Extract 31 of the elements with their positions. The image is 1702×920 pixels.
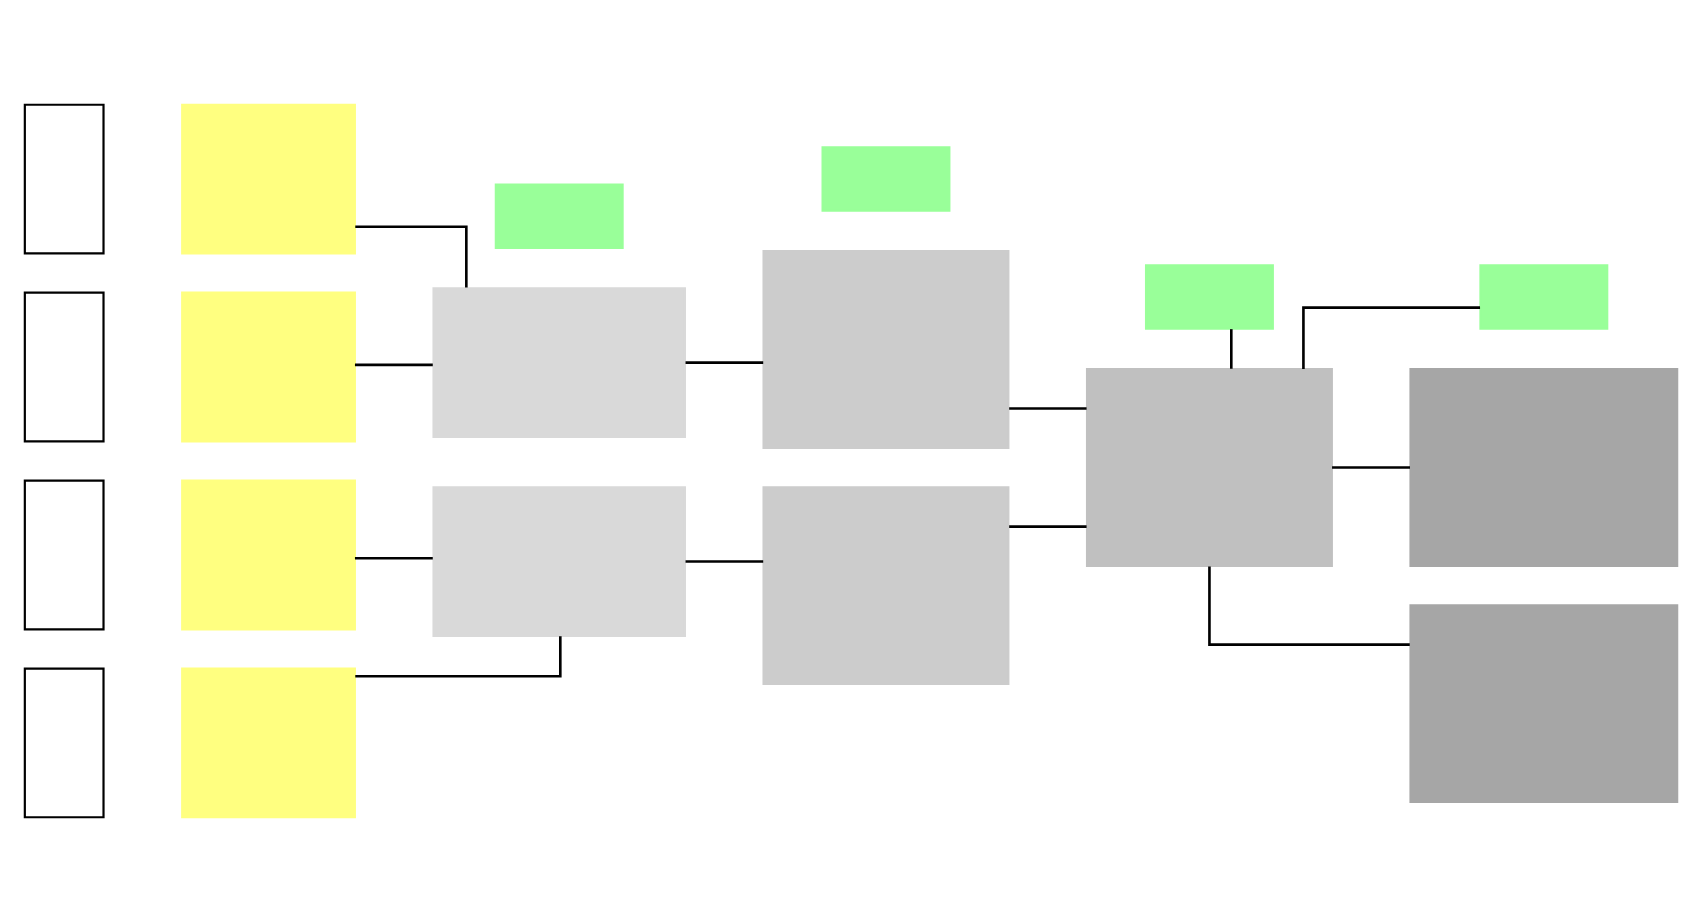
node-box <box>494 182 624 248</box>
node-box <box>23 290 105 442</box>
connector <box>1208 565 1410 645</box>
connector <box>1302 305 1481 368</box>
node-box <box>23 666 105 818</box>
node-box <box>821 145 951 211</box>
connector <box>355 635 562 677</box>
node-box <box>23 478 105 630</box>
node-box <box>23 102 105 254</box>
node-box <box>1409 603 1679 803</box>
node-box <box>1144 263 1274 329</box>
connector <box>1009 406 1087 409</box>
connector <box>354 555 433 559</box>
connector <box>1332 465 1410 468</box>
node-box <box>762 249 1010 448</box>
node-box <box>1479 263 1609 329</box>
connector <box>1009 524 1087 527</box>
node-box <box>181 666 356 818</box>
connector <box>685 559 764 562</box>
node-box <box>1085 367 1333 566</box>
node-box <box>181 290 356 442</box>
node-box <box>181 102 356 254</box>
node-box <box>762 485 1010 685</box>
connector <box>685 360 764 363</box>
node-box <box>432 286 686 438</box>
connector <box>354 362 433 366</box>
connector <box>355 224 468 287</box>
node-box <box>181 478 356 630</box>
node-box <box>432 485 686 636</box>
node-box <box>1409 367 1679 566</box>
connector <box>1230 328 1233 368</box>
